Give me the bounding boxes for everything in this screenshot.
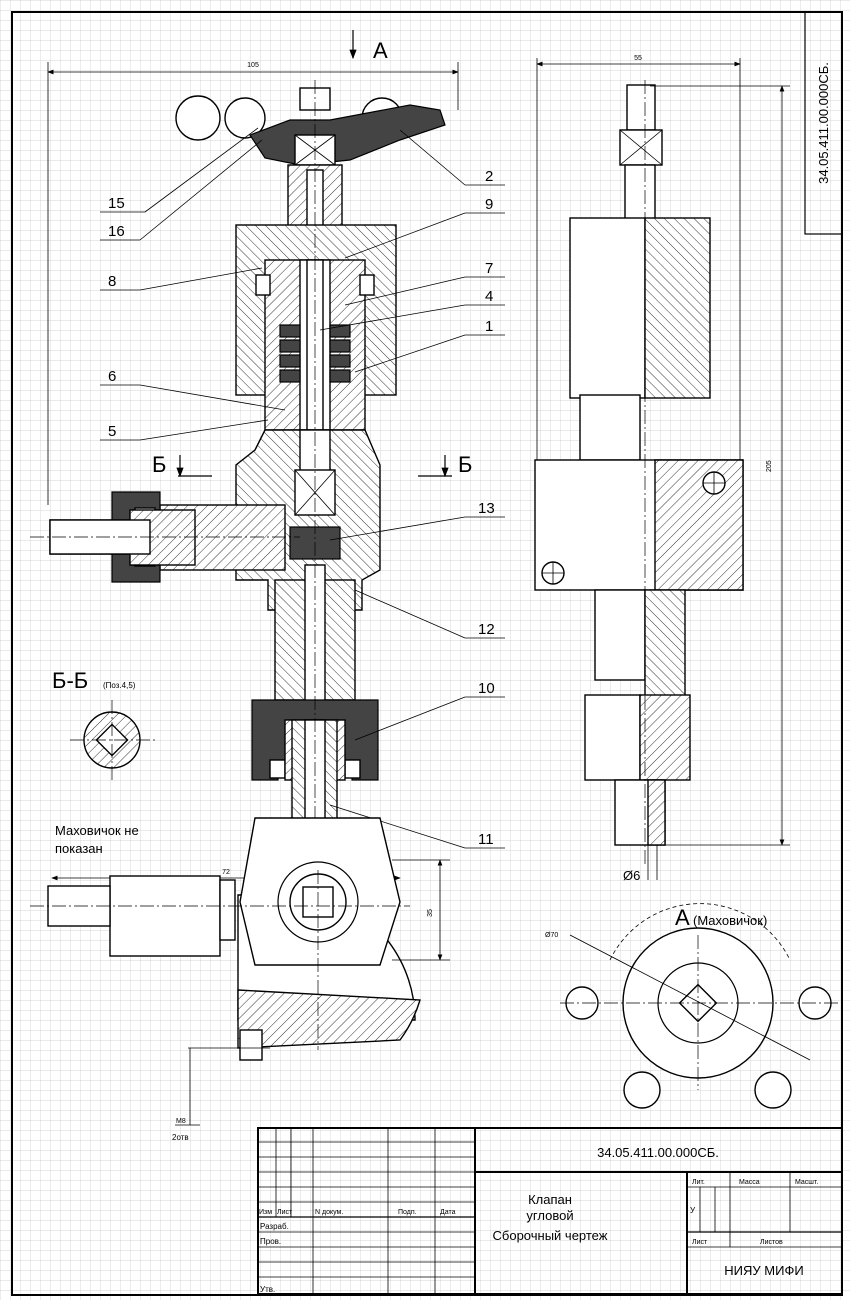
view-a-handwheel: А (Маховичок) Ø70 [545,903,840,1109]
sheets-label: Листов [760,1239,783,1246]
callout-15: 15 [108,195,125,212]
sheet-label: Лист [692,1239,708,1246]
callout-12: 12 [478,621,495,638]
handwheel-note-line2: показан [55,841,103,856]
title-product-line2: угловой [526,1208,573,1223]
handwheel-lobe-bottom-right [754,1071,792,1109]
dim-plan-thread-line2: 2отв [172,1133,189,1142]
col-doc: N докум. [315,1209,343,1216]
dim-side-top-width: 55 [634,55,642,62]
handwheel-note-line1: Маховичок не [55,823,139,838]
callout-13: 13 [478,500,495,517]
dim-view-a-dia: Ø70 [545,932,558,939]
dim-side-height: 205 [766,460,773,472]
title-code: 34.05.411.00.000СБ. [597,1145,719,1160]
callout-4: 4 [485,288,493,305]
handwheel-lobe-bottom-left [623,1071,661,1109]
dim-plan-width: 72 [222,869,230,876]
callout-5: 5 [108,423,116,440]
rotated-code-box [804,11,843,235]
handwheel-knob-left [175,95,221,141]
dim-side-bottom-dia: Ø6 [623,868,640,883]
section-bb: Б-Б (Поз.4,5) [52,668,155,780]
row-prov: Пров. [260,1237,281,1246]
view-a-note: (Маховичок) [693,913,767,928]
callout-11: 11 [478,831,494,848]
side-bonnet [569,217,646,399]
callout-2: 2 [485,168,493,185]
front-section-view: 105 А [30,30,505,865]
callout-7: 7 [485,260,493,277]
dim-plan-thread-line1: M8 [176,1118,186,1125]
col-date: Дата [440,1209,456,1216]
col-list: Лист [277,1209,293,1216]
packing-rings [279,324,351,383]
title-doc-type: Сборочный чертеж [493,1228,608,1243]
dim-top-width: 105 [247,62,259,69]
callout-1: 1 [485,318,493,335]
callout-10: 10 [478,680,495,697]
view-a-arrow-label: А [373,38,388,63]
view-a-title: А [675,905,690,930]
organization: НИЯУ МИФИ [724,1263,803,1278]
callout-8: 8 [108,273,116,290]
callout-16: 16 [108,223,125,240]
title-product-line1: Клапан [528,1192,572,1207]
side-view: 55 205 Ø6 [534,55,790,883]
section-bb-title: Б-Б [52,668,88,693]
row-utv: Утв. [260,1285,275,1294]
row-razrab: Разраб. [260,1222,289,1231]
callout-6: 6 [108,368,116,385]
title-block: Изм Лист N докум. Подп. Дата Разраб. Про… [257,1127,843,1295]
mass-label: Масса [739,1179,760,1186]
rotated-code: 34.05.411.00.000СБ. [816,62,831,184]
callout-9: 9 [485,196,493,213]
lit-value: У [690,1206,696,1215]
col-izm: Изм [259,1209,272,1216]
plan-view: Маховичок не показан 72 35 M8 2отв [30,817,450,1142]
section-b-left-label: Б [152,452,166,477]
section-bb-note: (Поз.4,5) [103,681,136,690]
dim-plan-height: 35 [427,909,434,917]
lit-label: Лит. [692,1179,705,1186]
scale-label: Масшт. [795,1179,818,1186]
section-b-right-label: Б [458,452,472,477]
col-sign: Подп. [398,1209,417,1216]
